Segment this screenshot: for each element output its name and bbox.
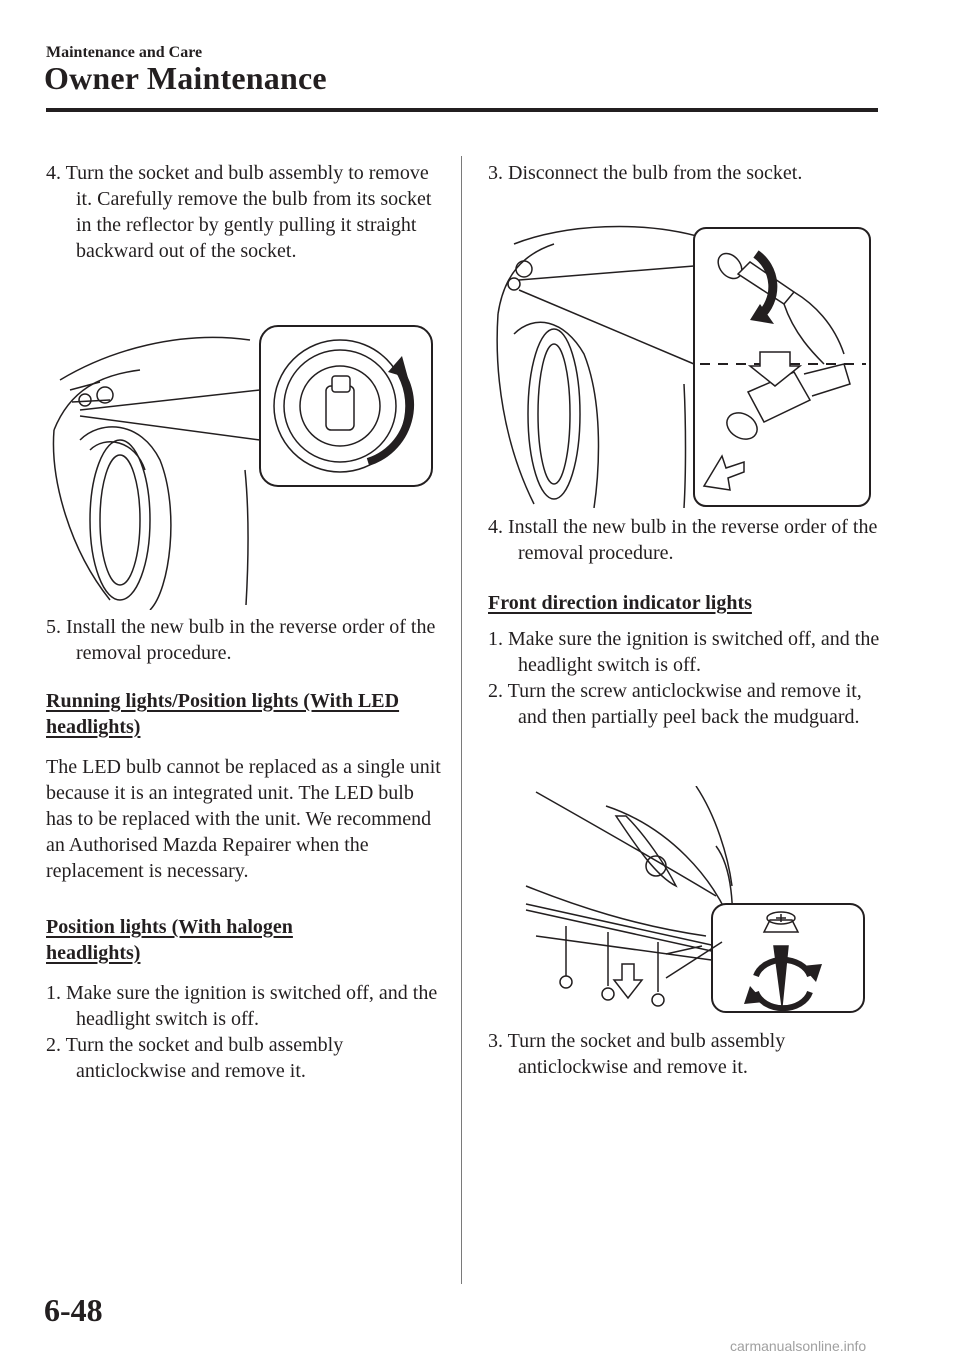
step-3-turn-socket-front: 3. Turn the socket and bulb assembly ant… bbox=[488, 1028, 888, 1080]
step-3-disconnect-bulb: 3. Disconnect the bulb from the socket. bbox=[488, 160, 918, 186]
headlight-socket-illustration bbox=[52, 325, 433, 610]
step-number: 2. bbox=[46, 1034, 61, 1056]
step-4-reverse-order: 4. Install the new bulb in the reverse o… bbox=[488, 514, 918, 566]
step-1-ignition-off-front: 1. Make sure the ignition is switched of… bbox=[488, 626, 918, 678]
mudguard-screw-illustration bbox=[525, 786, 865, 1013]
step-text: Turn the socket and bulb assembly anticl… bbox=[507, 1030, 786, 1078]
step-number: 3. bbox=[488, 1030, 503, 1052]
step-text: Disconnect the bulb from the socket. bbox=[508, 162, 803, 184]
step-5-install-bulb: 5. Install the new bulb in the reverse o… bbox=[46, 614, 472, 666]
step-text: Make sure the ignition is switched off, … bbox=[66, 982, 438, 1030]
step-number: 2. bbox=[488, 680, 503, 702]
step-text: Make sure the ignition is switched off, … bbox=[508, 628, 880, 676]
title-rule bbox=[46, 108, 878, 112]
step-4-remove-bulb: 4. Turn the socket and bulb assembly to … bbox=[46, 160, 446, 264]
step-number: 3. bbox=[488, 162, 503, 184]
step-text: Turn the socket and bulb assembly to rem… bbox=[65, 162, 432, 262]
heading-position-lights: Position lights (With halogen headlights… bbox=[46, 916, 293, 964]
page-number: 6-48 bbox=[44, 1292, 103, 1328]
step-2-remove-screw: 2. Turn the screw anticlockwise and remo… bbox=[488, 678, 890, 730]
step-number: 5. bbox=[46, 616, 61, 638]
step-text: Install the new bulb in the reverse orde… bbox=[66, 616, 436, 664]
bulb-disconnect-illustration bbox=[496, 225, 871, 508]
step-text: Install the new bulb in the reverse orde… bbox=[508, 516, 878, 564]
step-number: 4. bbox=[46, 162, 61, 184]
heading-running-lights: Running lights/Position lights (With LED… bbox=[46, 690, 400, 738]
step-number: 1. bbox=[46, 982, 61, 1004]
page-title: Owner Maintenance bbox=[44, 60, 327, 96]
step-1-ignition-off: 1. Make sure the ignition is switched of… bbox=[46, 980, 472, 1032]
led-bulb-paragraph: The LED bulb cannot be replaced as a sin… bbox=[46, 756, 441, 882]
section-label: Maintenance and Care bbox=[46, 44, 203, 61]
watermark: carmanualsonline.info bbox=[730, 1338, 867, 1354]
step-text: Turn the screw anticlockwise and remove … bbox=[507, 680, 862, 728]
column-divider bbox=[461, 156, 462, 1284]
step-2-turn-socket: 2. Turn the socket and bulb assembly ant… bbox=[46, 1032, 446, 1084]
step-text: Turn the socket and bulb assembly anticl… bbox=[65, 1034, 344, 1082]
step-number: 1. bbox=[488, 628, 503, 650]
step-number: 4. bbox=[488, 516, 503, 538]
heading-front-direction-indicator: Front direction indicator lights bbox=[488, 592, 752, 614]
